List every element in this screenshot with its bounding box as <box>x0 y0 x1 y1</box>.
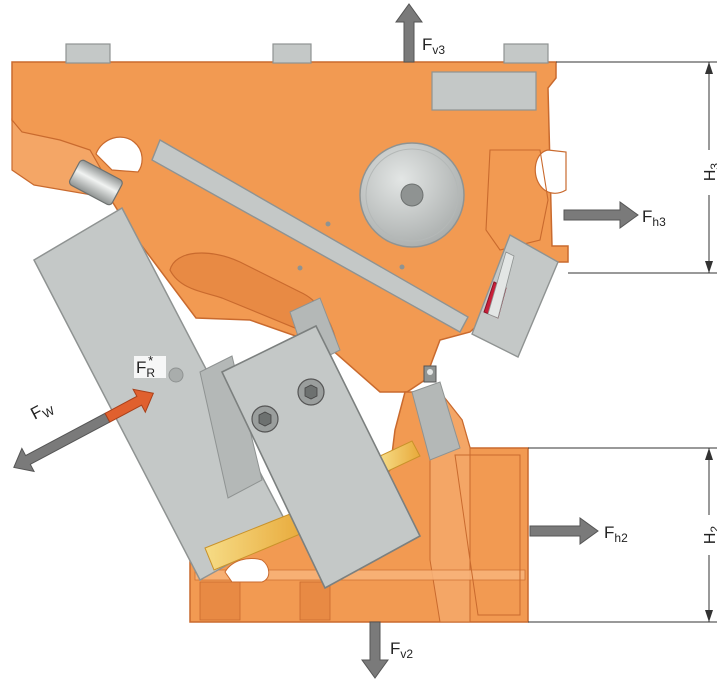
label-fv2: Fv2 <box>390 639 413 661</box>
lower-body-left-slot <box>199 581 241 621</box>
label-fr: FR* <box>134 353 166 380</box>
upper-body-pin-socket <box>95 136 143 173</box>
label-fh2: Fh2 <box>604 523 628 545</box>
arrow-fh3 <box>563 201 639 229</box>
right-clamp-block <box>471 233 559 358</box>
label-fh3: Fh3 <box>642 207 666 229</box>
clamp-arm <box>199 297 461 590</box>
diagonal-steel-bar <box>151 138 469 333</box>
arrow-fv3 <box>395 3 423 63</box>
svg-text:FW: FW <box>27 396 57 426</box>
bar-dot-1 <box>325 221 331 227</box>
clamp-guide-right <box>411 381 461 461</box>
right-clamp <box>471 233 559 358</box>
clamp-guide-left <box>199 355 263 499</box>
bar-dot-2 <box>297 265 303 271</box>
clamp-bolt-upper-hex <box>304 384 318 400</box>
arrow-fv2 <box>361 621 389 679</box>
dimension-h2 <box>528 447 717 623</box>
svg-text:H3: H3 <box>702 163 717 182</box>
svg-text:FR*: FR* <box>136 353 155 380</box>
dimension-h3 <box>556 61 717 274</box>
workpiece-locating-hole <box>168 367 184 383</box>
label-fv3: Fv3 <box>422 35 445 57</box>
right-clamp-edge <box>487 251 515 319</box>
label-h2: H2 <box>702 526 717 545</box>
lower-body-pocket <box>454 454 521 616</box>
bar-dot-3 <box>399 264 405 270</box>
arrow-fw <box>13 412 111 473</box>
arrow-fh2 <box>529 517 599 545</box>
cylinder-pin <box>68 159 123 206</box>
side-knob-cap <box>427 369 433 375</box>
top-plate <box>431 71 537 111</box>
arrow-fr <box>104 388 155 423</box>
round-disc <box>359 142 465 248</box>
svg-text:H2: H2 <box>702 526 717 545</box>
top-tab-middle <box>272 43 312 64</box>
disc-center-hole <box>400 183 424 207</box>
top-tab-left <box>65 43 111 64</box>
upper-body-pocket <box>485 149 549 251</box>
force-arrows <box>13 3 639 679</box>
upper-body-notch <box>534 149 567 194</box>
lower-body-bottom-slot <box>299 581 331 621</box>
lower-body-notch <box>224 558 270 583</box>
lower-body-rib <box>194 569 526 581</box>
clamp-arm-body <box>220 324 422 590</box>
top-tab-right <box>503 43 549 64</box>
clamp-bolt-lower-hex <box>258 411 272 427</box>
top-tabs <box>65 43 549 111</box>
label-h3: H3 <box>702 163 717 182</box>
label-fw: FW <box>27 396 57 426</box>
